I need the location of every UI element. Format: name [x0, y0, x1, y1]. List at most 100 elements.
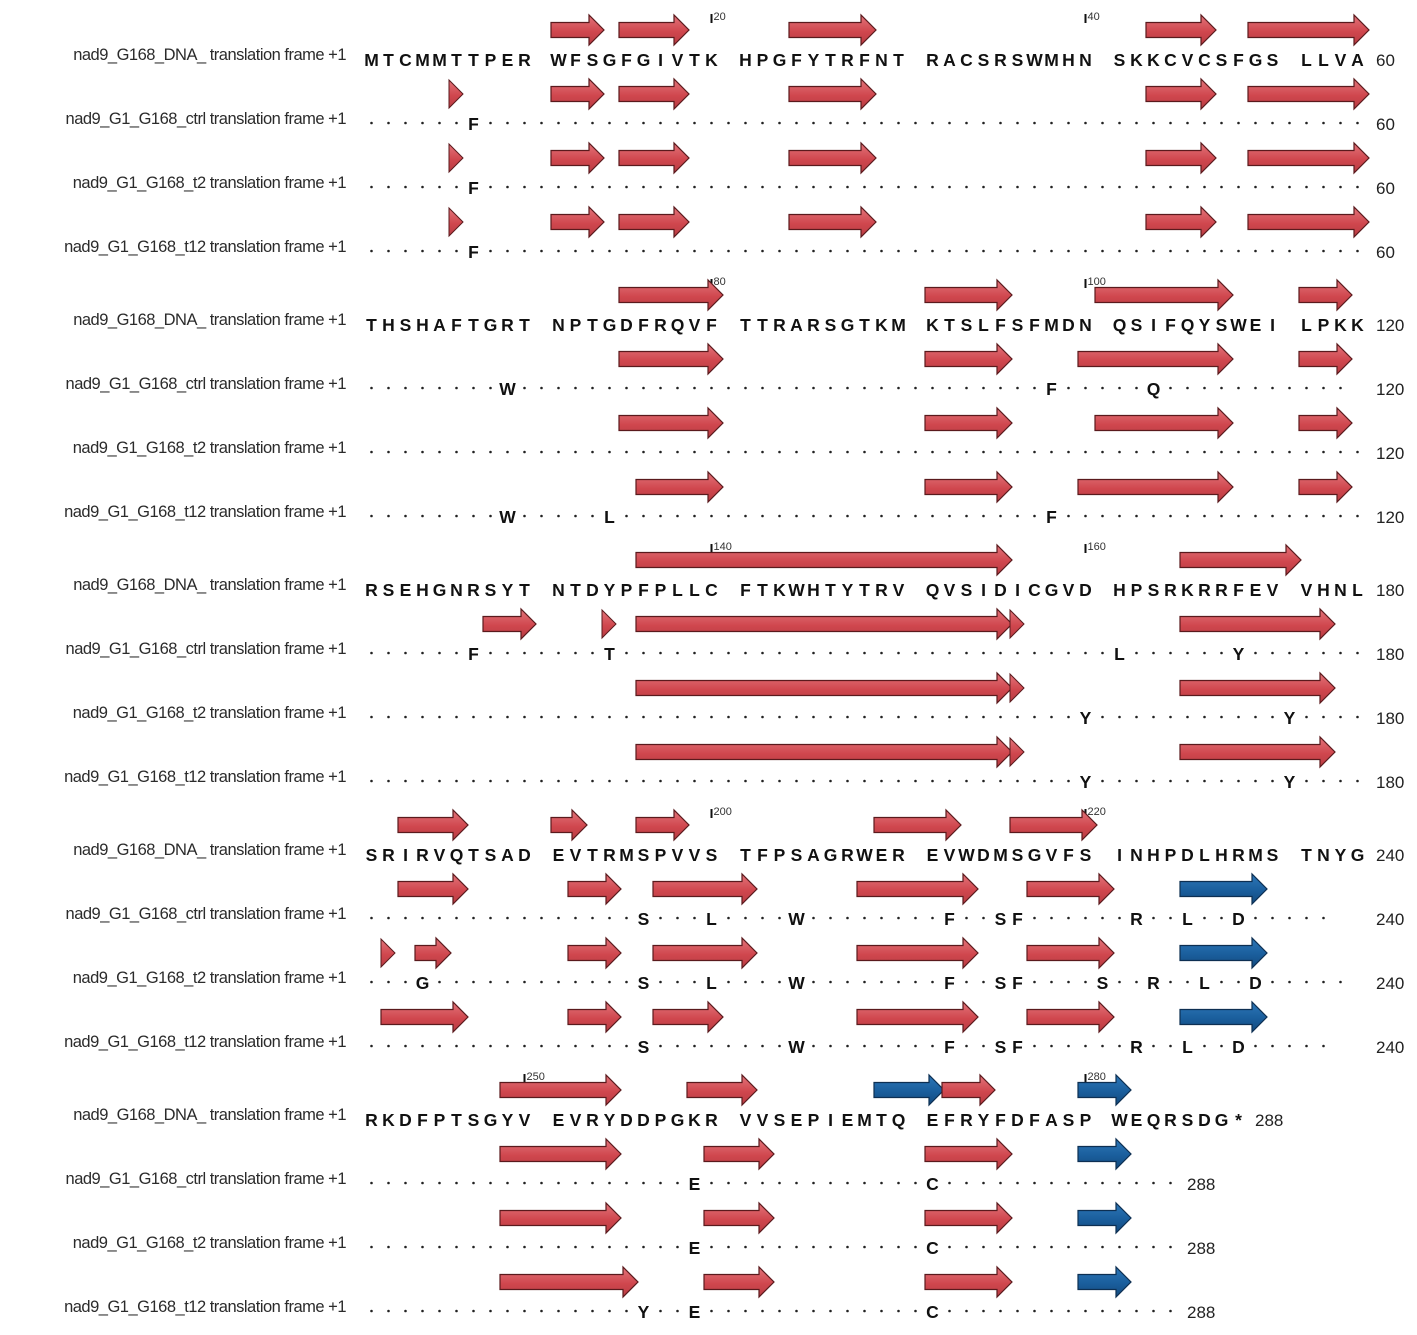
match-dot: [982, 1245, 985, 1249]
match-dot: [1356, 249, 1359, 253]
match-dot: [914, 514, 917, 518]
residue: I: [1270, 315, 1275, 335]
helix-arrow: [1179, 936, 1268, 970]
match-dot: [1203, 185, 1206, 189]
residue: G: [484, 1110, 498, 1130]
match-dot: [1305, 121, 1308, 125]
residue: C: [705, 580, 718, 600]
ruler-tick-label: 80: [714, 276, 726, 288]
strand-arrow: [686, 1073, 758, 1107]
match-dot: [642, 386, 645, 390]
residue: T: [1301, 845, 1312, 865]
match-dot: [557, 1044, 560, 1048]
match-dot: [404, 651, 407, 655]
match-dot: [438, 450, 441, 454]
match-dot: [455, 121, 458, 125]
match-dot: [1169, 1245, 1172, 1249]
strand-arrow: [635, 671, 1013, 705]
match-dot: [404, 249, 407, 253]
residue: S: [638, 845, 650, 865]
match-dot: [744, 1044, 747, 1048]
match-dot: [1356, 779, 1359, 783]
match-dot: [387, 386, 390, 390]
ruler-tick-label: 220: [1088, 806, 1106, 818]
match-dot: [1118, 386, 1121, 390]
match-dot: [1288, 916, 1291, 920]
match-dot: [574, 249, 577, 253]
match-dot: [523, 651, 526, 655]
match-dot: [982, 386, 985, 390]
ruler-tick-label: 280: [1088, 1071, 1106, 1083]
strand-arrow: [618, 278, 724, 312]
match-dot: [1203, 514, 1206, 518]
match-dot: [1322, 651, 1325, 655]
residue: A: [790, 315, 803, 335]
match-dot: [1186, 450, 1189, 454]
match-dot: [1322, 514, 1325, 518]
strand-arrow: [1009, 808, 1098, 842]
match-dot: [1169, 1181, 1172, 1185]
match-dot: [1118, 121, 1121, 125]
residue: N: [875, 50, 888, 70]
residue: S: [485, 845, 497, 865]
match-dot: [404, 386, 407, 390]
match-dot: [438, 1181, 441, 1185]
strand-arrow: [618, 342, 724, 376]
match-dot: [540, 1245, 543, 1249]
match-dot: [863, 185, 866, 189]
match-dot: [387, 916, 390, 920]
residue: R: [705, 1110, 718, 1130]
match-dot: [523, 715, 526, 719]
residue: V: [893, 580, 905, 600]
residue: G: [671, 1110, 685, 1130]
match-dot: [1220, 651, 1223, 655]
match-dot: [965, 185, 968, 189]
match-dot: [1033, 185, 1036, 189]
match-dot: [880, 386, 883, 390]
match-dot: [710, 386, 713, 390]
residue: V: [1063, 580, 1075, 600]
match-dot: [897, 514, 900, 518]
sequence-label: nad9_G168_DNA_ translation frame +1: [73, 46, 346, 64]
match-dot: [1169, 386, 1172, 390]
match-dot: [1016, 185, 1019, 189]
match-dot: [1050, 715, 1053, 719]
residue: T: [859, 315, 870, 335]
match-dot: [948, 386, 951, 390]
match-dot: [387, 514, 390, 518]
match-dot: [421, 121, 424, 125]
residue: H: [1215, 845, 1228, 865]
match-dot: [574, 514, 577, 518]
strand-arrow: [703, 1201, 775, 1235]
match-dot: [761, 386, 764, 390]
match-dot: [523, 386, 526, 390]
sequence-label: nad9_G1_G168_t2 translation frame +1: [73, 969, 347, 987]
match-dot: [1186, 980, 1189, 984]
match-dot: [659, 185, 662, 189]
residue: W: [856, 845, 873, 865]
match-dot: [693, 249, 696, 253]
match-dot: [625, 249, 628, 253]
residue: Y: [638, 1302, 650, 1322]
match-dot: [540, 1181, 543, 1185]
residue: F: [1233, 50, 1244, 70]
match-dot: [829, 1309, 832, 1313]
match-dot: [1271, 1044, 1274, 1048]
match-dot: [1322, 185, 1325, 189]
match-dot: [914, 249, 917, 253]
sequence-label: nad9_G1_G168_ctrl translation frame +1: [66, 640, 347, 658]
residue: L: [978, 315, 989, 335]
residue: R: [1130, 1037, 1143, 1057]
strand-arrow: [924, 1137, 1013, 1171]
residue: C: [1028, 580, 1041, 600]
residue: E: [842, 1110, 854, 1130]
residue: P: [774, 845, 786, 865]
match-dot: [1016, 249, 1019, 253]
match-dot: [1220, 916, 1223, 920]
match-dot: [880, 651, 883, 655]
match-dot: [1169, 715, 1172, 719]
match-dot: [1101, 1044, 1104, 1048]
match-dot: [608, 1181, 611, 1185]
